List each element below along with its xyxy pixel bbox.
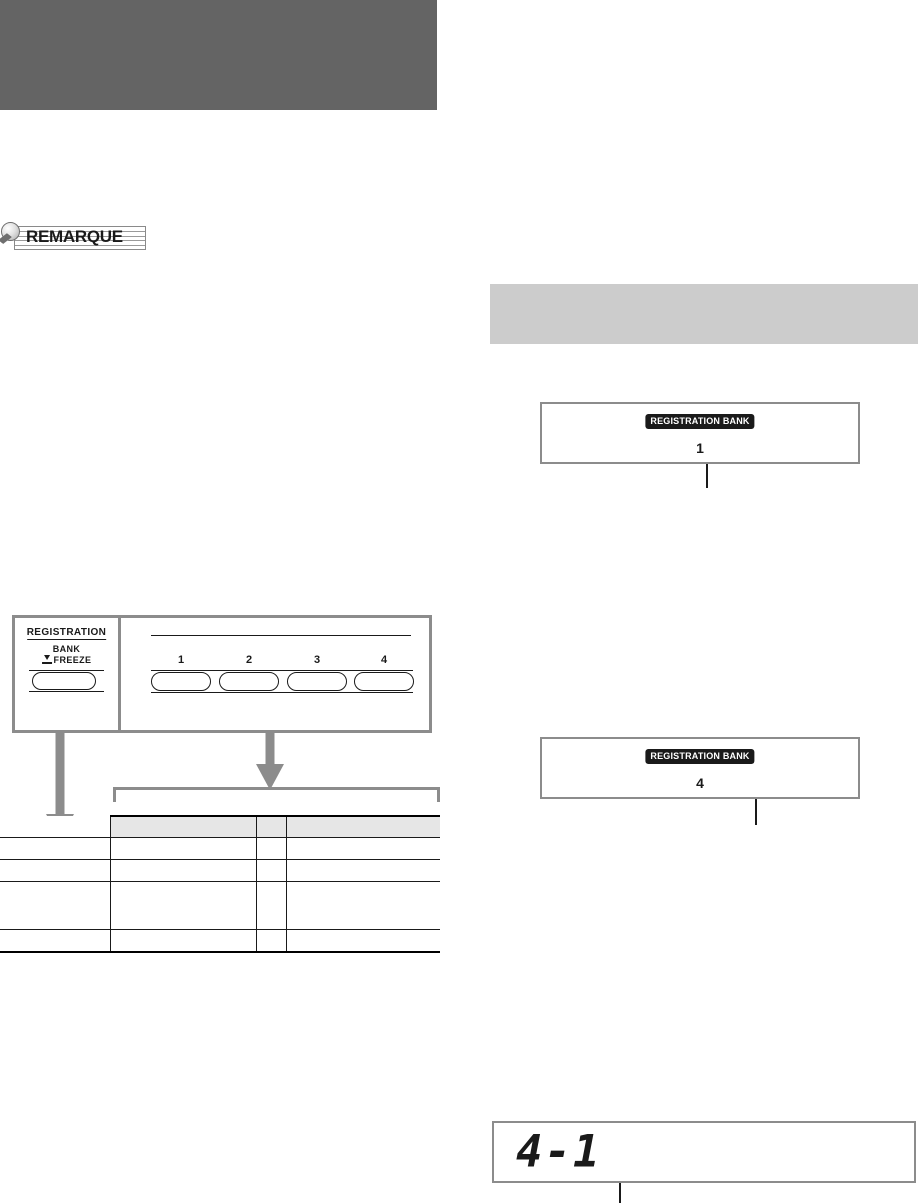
section-heading-band	[490, 284, 918, 344]
table-cell	[286, 929, 440, 953]
table-header-cell-2	[256, 815, 287, 838]
table-cell	[0, 929, 111, 953]
bank-freeze-button[interactable]	[32, 672, 96, 690]
leader-line-segment-display	[619, 1183, 621, 1203]
registration-bank-value: 4	[696, 775, 704, 791]
table-row	[0, 859, 440, 882]
number-rule-top	[151, 670, 413, 671]
note-staff-lines	[14, 226, 146, 250]
leader-line-display-4	[755, 799, 757, 825]
registration-bank-display-1: REGISTRATION BANK 1	[540, 402, 860, 464]
registration-button-label-4: 4	[380, 654, 388, 666]
button-rule-bottom	[29, 691, 104, 692]
bank-freeze-button-group	[29, 670, 104, 692]
leader-line-display-1	[706, 464, 708, 488]
panel-right-section: 1 2 3 4	[121, 618, 429, 730]
number-rule-bottom	[151, 692, 413, 693]
note-label: REMARQUE	[26, 227, 123, 246]
seven-segment-display: 4-1	[492, 1121, 916, 1183]
table-header-row	[0, 815, 440, 838]
table-cell	[256, 881, 287, 930]
download-arrow-icon	[41, 655, 52, 665]
registration-bank-value: 1	[696, 440, 704, 456]
callout-arrow-buttons	[256, 733, 284, 790]
registration-panel-illustration: REGISTRATION BANK FREEZE 1 2 3 4	[12, 615, 432, 733]
table-cell	[110, 881, 257, 930]
panel-top-rule	[151, 635, 411, 637]
registration-bank-badge: REGISTRATION BANK	[645, 749, 755, 764]
table-cell	[256, 929, 287, 953]
table-cell	[286, 837, 440, 860]
table-cell	[0, 837, 111, 860]
table-cell	[256, 859, 287, 882]
registration-button-label-1: 1	[177, 654, 185, 666]
table-cell	[286, 859, 440, 882]
table-bracket	[113, 787, 440, 802]
registration-button-1[interactable]	[151, 672, 211, 691]
registration-button-3[interactable]	[287, 672, 347, 691]
table-header-cell-3	[286, 815, 440, 838]
registration-title: REGISTRATION	[26, 627, 107, 640]
bank-label: BANK	[52, 644, 81, 654]
table-header-cell-0	[0, 816, 111, 838]
panel-left-section: REGISTRATION BANK FREEZE	[15, 618, 118, 730]
table-cell	[110, 859, 257, 882]
table-row	[0, 837, 440, 860]
freeze-label: FREEZE	[53, 655, 92, 665]
specification-table	[0, 815, 440, 953]
table-cell	[286, 881, 440, 930]
table-cell	[110, 929, 257, 953]
registration-bank-badge: REGISTRATION BANK	[645, 414, 755, 429]
table-row	[0, 881, 440, 930]
registration-bank-display-4: REGISTRATION BANK 4	[540, 737, 860, 799]
magnifier-icon	[0, 222, 26, 250]
page-header-band	[0, 0, 437, 110]
table-cell	[256, 837, 287, 860]
table-cell	[0, 859, 111, 882]
freeze-label-row: FREEZE	[41, 655, 92, 665]
registration-button-label-3: 3	[313, 654, 321, 666]
registration-button-label-2: 2	[245, 654, 253, 666]
registration-button-4[interactable]	[354, 672, 414, 691]
seven-segment-value: 4-1	[516, 1126, 602, 1178]
table-cell	[110, 837, 257, 860]
button-rule-top	[29, 670, 104, 671]
table-cell	[0, 881, 111, 930]
table-header-cell-1	[110, 815, 257, 838]
note-heading: REMARQUE	[0, 222, 146, 252]
table-row	[0, 929, 440, 953]
panel-divider	[118, 618, 121, 730]
registration-button-2[interactable]	[219, 672, 279, 691]
